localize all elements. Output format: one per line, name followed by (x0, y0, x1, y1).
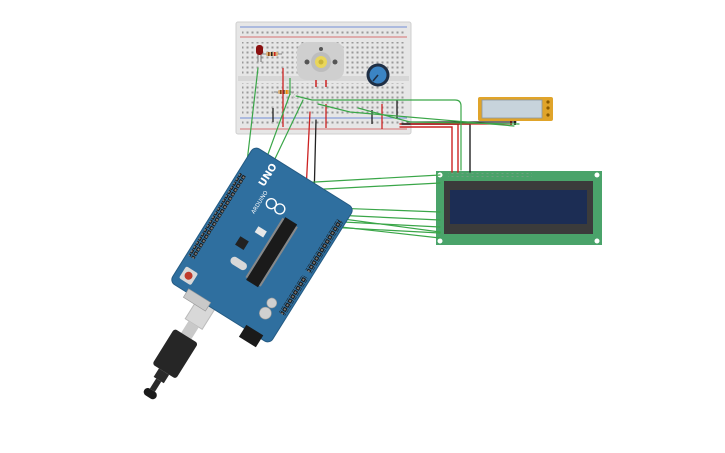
potentiometer[interactable] (366, 63, 390, 87)
dc-motor[interactable] (297, 42, 344, 87)
i2c-lcd-small[interactable] (478, 97, 553, 125)
lcd-16x2[interactable] (436, 171, 602, 245)
usb-cable[interactable] (136, 293, 220, 405)
led[interactable] (256, 45, 263, 62)
breadboard-jumpers (272, 68, 398, 129)
arduino-uno[interactable]: UNO ARDUINO (164, 146, 354, 353)
resistor-2[interactable] (274, 90, 294, 94)
resistor[interactable] (262, 52, 282, 56)
